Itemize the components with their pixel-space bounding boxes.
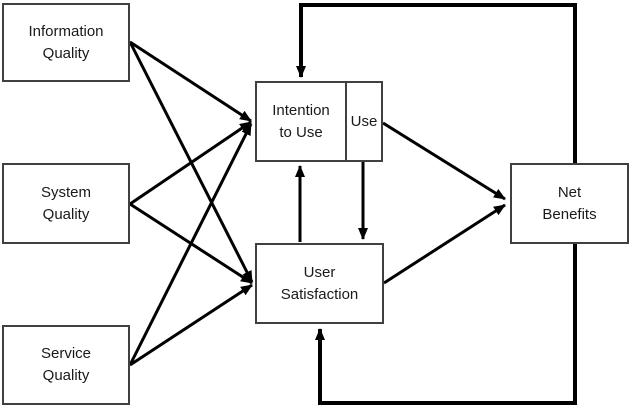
node-intention-to-use-and-use: Intention to Use Use bbox=[255, 81, 383, 162]
node-intention-to-use-label: Intention to Use bbox=[272, 101, 330, 141]
node-user-satisfaction-label: User Satisfaction bbox=[280, 263, 359, 303]
node-information-quality-label: Information Quality bbox=[28, 22, 104, 62]
node-service-quality-label: Service Quality bbox=[40, 345, 92, 384]
node-service-quality: Service Quality bbox=[2, 325, 130, 405]
node-information-quality: Information Quality bbox=[2, 3, 130, 82]
edge-info-quality-to-intention bbox=[129, 40, 252, 123]
node-system-quality-label: System Quality bbox=[40, 183, 91, 223]
node-net-benefits: Net Benefits bbox=[510, 163, 629, 244]
node-use: Use bbox=[345, 83, 381, 160]
edge-system-quality-to-intention bbox=[129, 120, 252, 206]
edge-net-benefits-to-intention-feedback bbox=[296, 3, 577, 163]
edge-use-to-net-benefits bbox=[382, 121, 506, 201]
node-user-satisfaction: User Satisfaction bbox=[255, 243, 384, 324]
node-system-quality: System Quality bbox=[2, 163, 130, 244]
node-net-benefits-label: Net Benefits bbox=[542, 183, 597, 223]
node-use-label: Use bbox=[350, 112, 378, 130]
edge-service-quality-to-intention bbox=[128, 123, 253, 366]
node-intention-to-use: Intention to Use bbox=[257, 83, 345, 160]
edge-service-quality-to-satisfaction bbox=[129, 283, 253, 367]
edge-net-benefits-to-satisfaction-feedback bbox=[315, 244, 577, 405]
edge-satisfaction-to-net-benefits bbox=[383, 203, 506, 285]
